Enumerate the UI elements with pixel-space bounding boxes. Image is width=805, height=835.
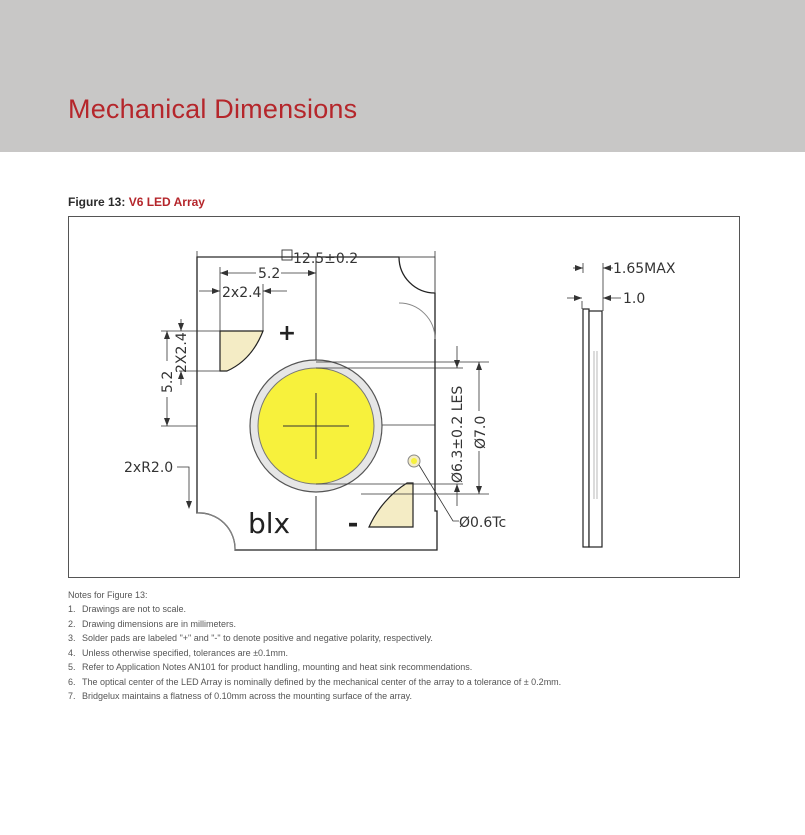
page-title: Mechanical Dimensions — [68, 94, 358, 124]
figure-caption: Figure 13: V6 LED Array — [68, 195, 205, 209]
dim-pad-span: 5.2 — [258, 266, 280, 282]
note-item: 6.The optical center of the LED Array is… — [68, 676, 562, 687]
dim-les-diameter: Ø6.3±0.2 LES — [450, 386, 466, 483]
dim-pad-width: 2x2.4 — [222, 285, 262, 301]
dim-pad-height-vertical: 2X2.4 — [174, 332, 190, 373]
figure-notes: Notes for Figure 13: 1.Drawings are not … — [68, 590, 561, 707]
side-view-substrate — [582, 308, 590, 548]
figure-caption-title: V6 LED Array — [128, 195, 205, 209]
dim-width: 12.5±0.2 — [293, 251, 358, 267]
note-item: 1.Drawings are not to scale. — [68, 604, 187, 614]
corner-relief-bottom-left — [196, 512, 236, 551]
drawing-svg: + - blx 12.5±0.2 5.2 2x2.4 — [124, 249, 676, 551]
notes-title: Notes for Figure 13: — [68, 590, 148, 600]
note-item: 2.Drawing dimensions are in millimeters. — [68, 618, 237, 629]
notes-list: 1.Drawings are not to scale. 2.Drawing d… — [68, 605, 561, 701]
positive-polarity-mark: + — [278, 321, 296, 346]
mechanical-drawing: + - blx 12.5±0.2 5.2 2x2.4 — [68, 216, 740, 578]
dim-substrate-thickness: 1.0 — [623, 291, 645, 307]
dim-corner-radius: 2xR2.0 — [124, 460, 173, 476]
negative-pad — [368, 482, 414, 528]
side-view-body — [588, 310, 603, 548]
dim-pad-span-vertical: 5.2 — [160, 371, 176, 393]
negative-polarity-mark: - — [348, 509, 359, 539]
dim-tc-point: Ø0.6Tc — [459, 515, 506, 531]
note-item: 5.Refer to Application Notes AN101 for p… — [68, 662, 473, 672]
corner-relief-top-right — [398, 302, 436, 340]
header-band — [0, 0, 805, 152]
figure-caption-prefix: Figure 13: — [68, 195, 126, 209]
dim-max-height: 1.65MAX — [613, 261, 676, 277]
dim-outer-diameter: Ø7.0 — [473, 416, 489, 449]
positive-pad — [219, 330, 264, 372]
note-item: 4.Unless otherwise specified, tolerances… — [68, 647, 289, 658]
blx-logo: blx — [248, 507, 290, 540]
note-item: 3.Solder pads are labeled "+" and "-" to… — [68, 633, 433, 643]
note-item: 7.Bridgelux maintains a flatness of 0.10… — [68, 691, 412, 701]
